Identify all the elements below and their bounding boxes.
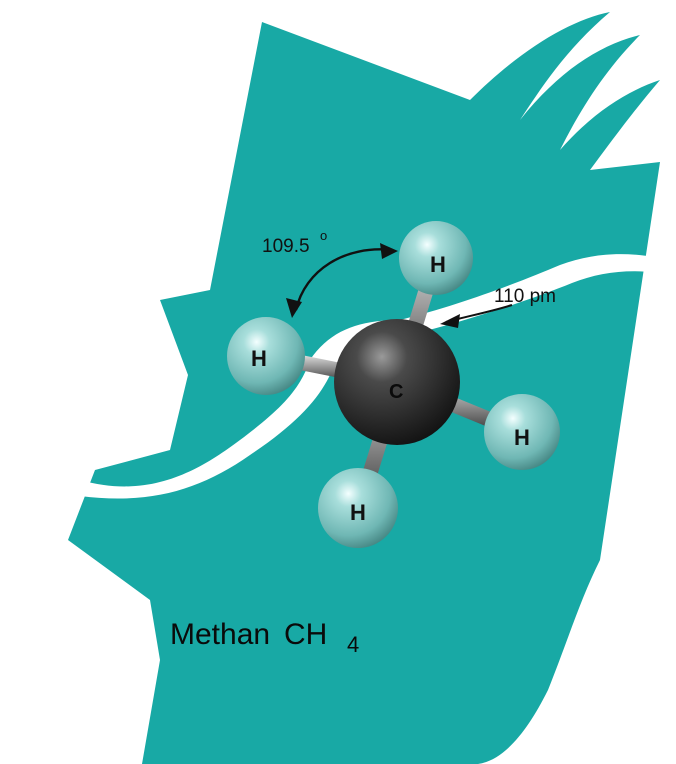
hydrogen-left: H xyxy=(227,317,305,395)
svg-text:H: H xyxy=(350,500,366,525)
bond-length-value: 110 pm xyxy=(494,286,556,307)
svg-text:H: H xyxy=(251,346,267,371)
carbon-atom: C xyxy=(334,319,460,445)
bond-length-annotation: 110 pm xyxy=(440,286,556,328)
angle-annotation: 109.5 o xyxy=(262,228,398,318)
hydrogen-bottom: H xyxy=(318,468,398,548)
caption: Methan CH 4 xyxy=(170,618,359,657)
svg-text:H: H xyxy=(430,252,446,277)
hydrogen-top: H xyxy=(399,221,473,295)
svg-text:H: H xyxy=(514,425,530,450)
angle-value: 109.5 xyxy=(262,236,310,257)
angle-unit: o xyxy=(320,228,327,243)
molecule-name: Methan xyxy=(170,618,270,651)
molecule-formula: CH xyxy=(284,618,327,651)
svg-text:C: C xyxy=(389,381,403,403)
hydrogen-right: H xyxy=(484,394,560,470)
formula-subscript: 4 xyxy=(347,632,359,657)
